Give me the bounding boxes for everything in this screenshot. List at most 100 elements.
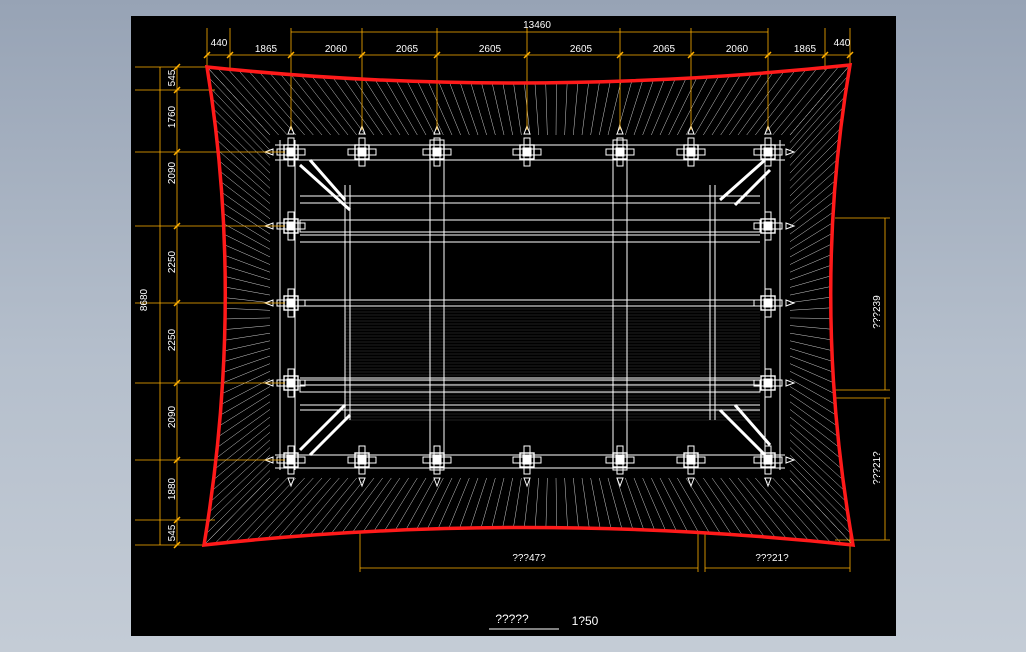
rafter-line: [789, 117, 843, 174]
rafter-line: [205, 470, 271, 535]
rafter-line: [789, 371, 835, 394]
rafter-line: [633, 477, 655, 531]
rafter-line: [267, 477, 323, 539]
bracket-arm: [512, 456, 542, 464]
dim-top-8: 2060: [726, 44, 749, 55]
beam-end: [523, 477, 531, 488]
rafter-line: [218, 401, 271, 437]
corner-brace: [298, 403, 347, 452]
bracket-arm: [287, 288, 295, 318]
eave-outline: [201, 63, 856, 547]
column-core: [286, 147, 296, 157]
rafter-line: [332, 77, 375, 136]
rafter-line: [224, 265, 271, 281]
column-core: [357, 455, 367, 465]
drawing-title: ?????: [495, 612, 529, 626]
column-node: [760, 452, 776, 468]
dim-top-6: 2605: [570, 44, 593, 55]
rafter-line: [406, 80, 435, 136]
column-node: [519, 144, 535, 160]
rafter-line: [222, 363, 271, 384]
rafter-line: [211, 97, 271, 159]
rafter-line: [208, 454, 271, 513]
column-core: [432, 147, 442, 157]
cad-viewport[interactable]: 13460 440 1865 2060 2065 2605 2605 2065 …: [131, 16, 896, 636]
bracket-arm: [764, 288, 772, 318]
rafter-line: [502, 477, 513, 528]
dim-top-9: 1865: [794, 44, 817, 55]
rafter-line: [437, 477, 461, 529]
rafter-line: [703, 74, 741, 136]
bracket-arm: [616, 445, 624, 475]
bracket-arm: [287, 368, 295, 398]
column-node: [683, 452, 699, 468]
rafter-line: [221, 191, 271, 227]
rafter-line: [214, 118, 271, 174]
rafter-line: [789, 447, 847, 502]
column-core: [357, 147, 367, 157]
dim-top-7: 2065: [653, 44, 676, 55]
rafter-line: [396, 80, 427, 136]
rafter-line: [573, 82, 579, 136]
rafter-line: [781, 477, 843, 545]
rafter-line: [362, 477, 401, 533]
rafter-line: [222, 212, 271, 242]
dim-top-1: 440: [211, 38, 228, 49]
bracket-arm: [287, 211, 295, 241]
rafter-line: [459, 82, 479, 136]
rafter-line: [212, 108, 271, 166]
bracket-arm: [358, 445, 366, 475]
rafter-line: [224, 244, 271, 265]
rafter-line: [330, 477, 375, 534]
rafter-line: [219, 170, 271, 212]
rafter-line: [246, 477, 305, 541]
rafter-line: [668, 77, 698, 136]
rafter-line: [581, 82, 589, 136]
beam-end: [687, 124, 695, 135]
bracket-arm: [616, 137, 624, 167]
rafter-line: [789, 127, 841, 181]
bracket-arm: [676, 148, 706, 156]
dim-top-3: 2060: [325, 44, 348, 55]
dim-right-upper: ???239: [872, 295, 883, 329]
rafter-line: [470, 82, 487, 136]
rafter-line: [224, 325, 271, 330]
dim-tick: [687, 51, 695, 59]
rafter-line: [215, 129, 271, 181]
rafter-line: [248, 70, 305, 136]
bracket-arm: [347, 148, 377, 156]
rafter-line: [545, 477, 548, 528]
rafter-line: [225, 276, 271, 288]
bracket-arm: [753, 148, 783, 156]
column-core: [763, 455, 773, 465]
rafter-line: [217, 409, 271, 448]
column-node: [354, 452, 370, 468]
rafter-line: [449, 82, 470, 136]
rafter-line: [651, 477, 677, 532]
beam-end: [785, 299, 796, 307]
beam-end: [287, 477, 295, 488]
rafter-line: [720, 72, 763, 136]
dim-tick: [173, 86, 181, 94]
beam-end: [287, 124, 295, 135]
rafter-line: [214, 477, 279, 545]
column-node: [612, 144, 628, 160]
rafter-line: [223, 233, 271, 258]
rafter-line: [491, 82, 505, 136]
column-node: [760, 144, 776, 160]
rafter-line: [659, 78, 687, 136]
column-core: [763, 378, 773, 388]
dim-left-2: 1760: [167, 105, 178, 128]
rafter-line: [789, 470, 852, 535]
bracket-arm: [687, 137, 695, 167]
rafter-line: [215, 416, 271, 459]
bracket-arm: [764, 137, 772, 167]
corner-brace: [733, 404, 772, 446]
beam-end: [358, 477, 366, 488]
rafter-line: [746, 477, 798, 540]
rafter-line: [685, 76, 719, 136]
rafter-line: [789, 307, 831, 311]
rafter-line: [343, 77, 383, 136]
rafter-line: [720, 477, 765, 538]
rafter-line: [729, 72, 774, 136]
